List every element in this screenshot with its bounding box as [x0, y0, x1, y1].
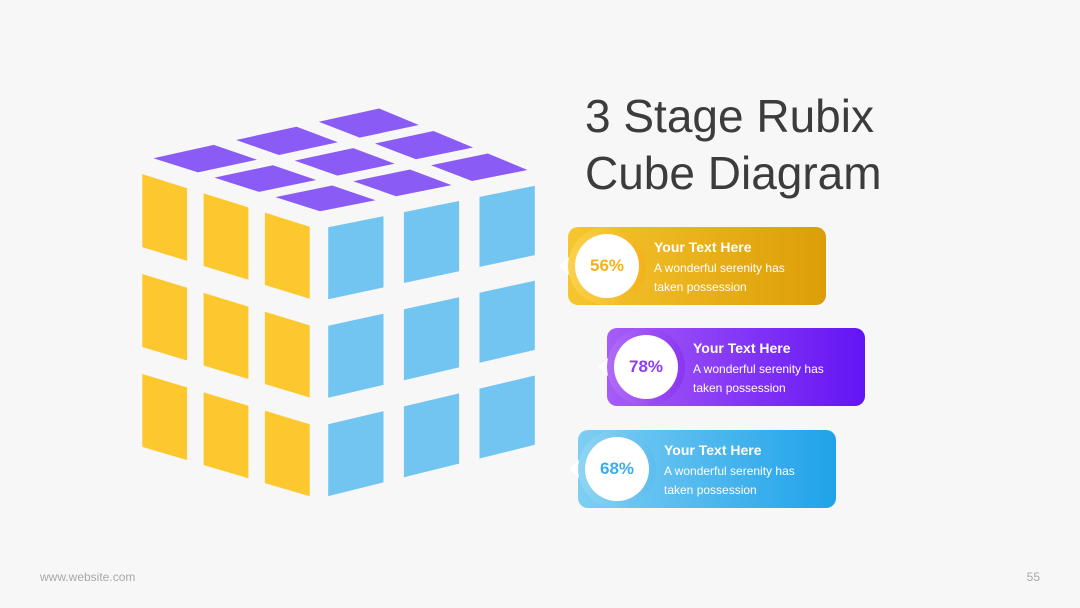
stage-description-3: A wonderful serenity has taken possessio… [664, 464, 795, 497]
top-face-sticker [374, 131, 474, 160]
top-face-sticker [431, 153, 528, 181]
page-number: 55 [1026, 570, 1040, 584]
right-face-sticker [403, 201, 460, 283]
percent-ring: 68% [578, 430, 656, 508]
top-face-sticker [214, 165, 317, 192]
left-face-sticker [203, 292, 249, 379]
stage-heading-1: Your Text Here [654, 239, 752, 255]
left-face-sticker [264, 212, 310, 299]
left-face-sticker [264, 410, 310, 497]
left-face-sticker [203, 193, 249, 280]
right-face-sticker [479, 280, 535, 363]
percent-ring: 56% [568, 227, 646, 305]
left-face-sticker [142, 274, 188, 361]
stage-card-pointer [569, 460, 579, 478]
stage-card-1: 56% Your Text Here A wonderful serenity … [559, 227, 826, 305]
top-face-sticker [318, 108, 419, 138]
percent-value-1: 56% [575, 234, 639, 298]
right-face-sticker [403, 297, 460, 381]
cube-left-face [142, 174, 310, 497]
cube-right-face [328, 185, 535, 497]
top-face-sticker [153, 144, 257, 173]
right-face-sticker [403, 393, 460, 478]
right-face-sticker [479, 375, 535, 459]
stage-card-pointer [598, 358, 608, 376]
top-face-sticker [294, 148, 395, 176]
left-face-sticker [142, 174, 188, 261]
right-face-sticker [328, 411, 384, 497]
top-face-sticker [275, 185, 376, 212]
footer-website: www.website.com [40, 570, 136, 584]
top-face-sticker [236, 126, 338, 155]
stage-description-2: A wonderful serenity has taken possessio… [693, 362, 824, 395]
left-face-sticker [203, 392, 249, 479]
stage-heading-3: Your Text Here [664, 442, 762, 458]
top-face-sticker [353, 169, 452, 197]
stage-card-pointer [559, 257, 569, 275]
cube-top-face [153, 108, 528, 212]
right-face-sticker [479, 185, 535, 267]
left-face-sticker [142, 374, 188, 461]
left-face-sticker [264, 311, 310, 398]
percent-value-2: 78% [614, 335, 678, 399]
percent-value-3: 68% [585, 437, 649, 501]
stage-card-2: 78% Your Text Here A wonderful serenity … [598, 328, 865, 406]
title-line-1: 3 Stage Rubix [585, 90, 874, 142]
stage-description-1: A wonderful serenity has taken possessio… [654, 261, 785, 294]
right-face-sticker [328, 216, 384, 300]
stage-card-3: 68% Your Text Here A wonderful serenity … [569, 430, 836, 508]
stage-heading-2: Your Text Here [693, 340, 791, 356]
page-title: 3 Stage Rubix Cube Diagram [585, 88, 1025, 202]
right-face-sticker [328, 313, 384, 398]
title-line-2: Cube Diagram [585, 147, 882, 199]
percent-ring: 78% [607, 328, 685, 406]
